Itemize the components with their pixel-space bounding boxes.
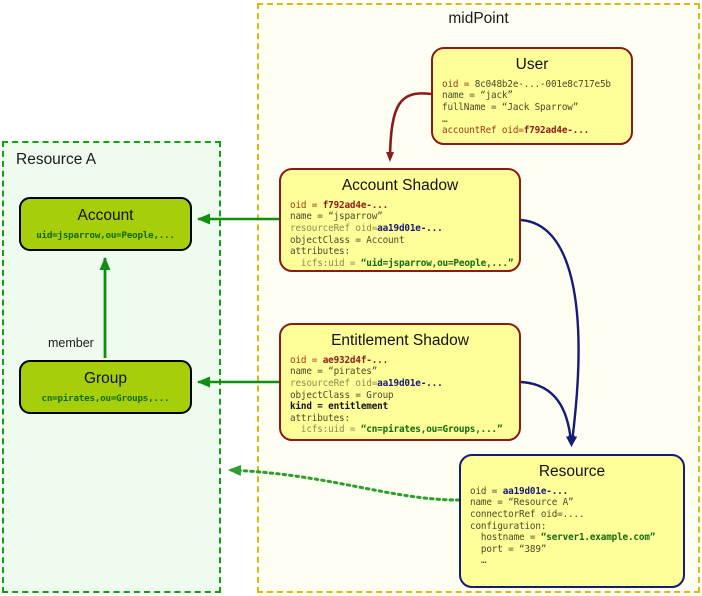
attr-key: name = — [470, 497, 509, 509]
attr-value: “cn=pirates,ou=Groups,...” — [360, 424, 503, 436]
attr-key: attributes: — [290, 412, 350, 424]
attr-value: Account — [366, 234, 405, 246]
resource-node-title: Resource — [538, 463, 606, 480]
attr-key: icfs:uid = — [290, 257, 361, 269]
attr-key: kind = entitlement — [290, 401, 389, 413]
attr-key: hostname = — [470, 532, 541, 544]
attr-key: connectorRef oid= — [470, 509, 563, 520]
account-node-subtitle: uid=jsparrow,ou=People,... — [36, 230, 175, 242]
resource-a-title: Resource A — [16, 151, 97, 168]
attr-key: name = — [442, 90, 481, 102]
attr-key: fullName = — [442, 102, 502, 113]
attr-key: resourceRef oid= — [290, 378, 378, 389]
attr-value: “jack” — [480, 90, 513, 102]
group-node-title: Group — [83, 370, 128, 387]
user-node-body: oid = 8c048b2e-...-001e8c717e5b name = “… — [442, 79, 631, 137]
attr-value: .... — [562, 509, 585, 520]
attr-key: configuration: — [470, 520, 547, 532]
account-shadow-node-body: oid = f792ad4e-... name = “jsparrow” res… — [290, 200, 519, 270]
attr-key: icfs:uid = — [290, 424, 361, 436]
attr-value: aa19d01e-... — [377, 223, 443, 234]
account-node[interactable]: Account uid=jsparrow,ou=People,... — [19, 197, 192, 251]
attr-key: resourceRef oid= — [290, 223, 378, 234]
attr-value: aa19d01e-... — [502, 485, 569, 497]
attr-value: “pirates” — [328, 366, 378, 378]
midpoint-title: midPoint — [448, 10, 509, 27]
account-shadow-node[interactable]: Account Shadow oid = f792ad4e-... name =… — [279, 168, 521, 272]
attr-key: name = — [290, 211, 329, 223]
entitlement-shadow-node-title: Entitlement Shadow — [331, 332, 469, 349]
attr-value: “Jack Sparrow” — [501, 102, 579, 113]
attr-key: oid = — [470, 485, 503, 497]
attr-value: “uid=jsparrow,ou=People,...” — [360, 257, 514, 269]
attr-value: “389” — [519, 543, 547, 555]
attr-key: oid = — [290, 199, 323, 211]
attr-value: aa19d01e-... — [377, 378, 443, 389]
attr-key: objectClass = — [290, 234, 367, 246]
attr-value: “server1.example.com” — [540, 532, 656, 544]
attr-key: port = — [470, 543, 520, 555]
member-edge-label: member — [48, 336, 94, 350]
attr-key: attributes: — [290, 246, 350, 258]
attr-key: … — [442, 113, 448, 125]
group-node[interactable]: Group cn=pirates,ou=Groups,... — [19, 360, 192, 414]
user-node-title: User — [515, 56, 549, 73]
account-shadow-node-title: Account Shadow — [341, 177, 459, 194]
attr-value: f792ad4e-... — [322, 199, 389, 211]
entitlement-shadow-node[interactable]: Entitlement Shadow oid = ae932d4f-... na… — [279, 323, 521, 441]
attr-key: accountRef oid= — [442, 125, 524, 137]
resource-node-body: oid = aa19d01e-... name = “Resource A” c… — [470, 486, 683, 567]
attr-key: oid = — [290, 354, 323, 366]
attr-key: oid = — [442, 78, 475, 90]
attr-key: … — [470, 555, 487, 567]
entitlement-shadow-node-body: oid = ae932d4f-... name = “pirates” reso… — [290, 355, 519, 436]
resource-node[interactable]: Resource oid = aa19d01e-... name = “Reso… — [459, 454, 685, 588]
account-node-title: Account — [77, 207, 134, 224]
attr-key: objectClass = — [290, 389, 367, 401]
group-node-subtitle: cn=pirates,ou=Groups,... — [41, 393, 170, 405]
attr-value: “Resource A” — [508, 497, 574, 509]
attr-value: f792ad4e-... — [523, 125, 590, 137]
attr-value: 8c048b2e-...-001e8c717e5b — [474, 78, 611, 90]
attr-value: ae932d4f-... — [322, 354, 389, 366]
user-node[interactable]: User oid = 8c048b2e-...-001e8c717e5b nam… — [431, 47, 633, 145]
attr-key: name = — [290, 366, 329, 378]
attr-value: Group — [366, 389, 394, 401]
attr-value: “jsparrow” — [328, 211, 383, 223]
